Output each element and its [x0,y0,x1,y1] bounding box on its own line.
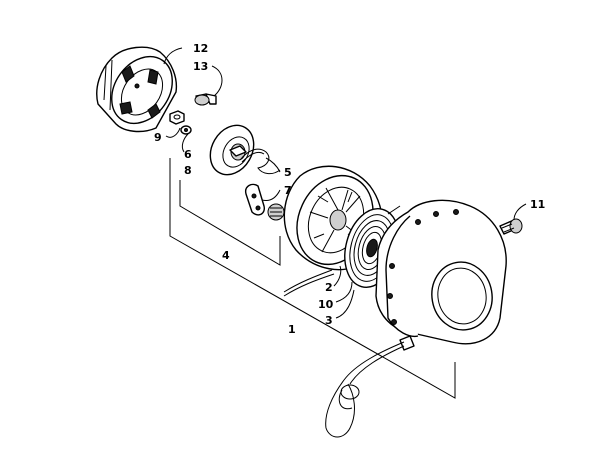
callout-labels: 1 2 3 4 5 6 7 8 9 10 11 12 13 [154,42,545,336]
bolt-11 [499,218,523,235]
starter-cup [96,46,178,133]
pull-rope-loop [325,341,405,438]
callout-5: 5 [284,166,292,179]
callout-1: 1 [288,323,296,336]
starter-housing [375,199,507,351]
spring-clip-5 [239,148,281,175]
leader-lines [163,47,527,319]
callout-6: 6 [184,148,192,161]
callout-10: 10 [318,298,334,311]
callout-8: 8 [184,164,192,177]
callout-2: 2 [325,281,333,294]
callout-9: 9 [154,131,162,144]
callout-7: 7 [284,184,292,197]
pawl-7 [244,183,285,221]
bolt-13 [194,93,217,106]
friction-plate [209,124,255,176]
callout-4: 4 [222,249,230,262]
bracket-lines [169,158,456,399]
callout-3: 3 [325,314,333,327]
starter-rope [283,269,335,297]
callout-13: 13 [193,60,208,73]
nut-9 [169,110,192,135]
callout-11: 11 [530,198,545,211]
callout-12: 12 [193,42,208,55]
